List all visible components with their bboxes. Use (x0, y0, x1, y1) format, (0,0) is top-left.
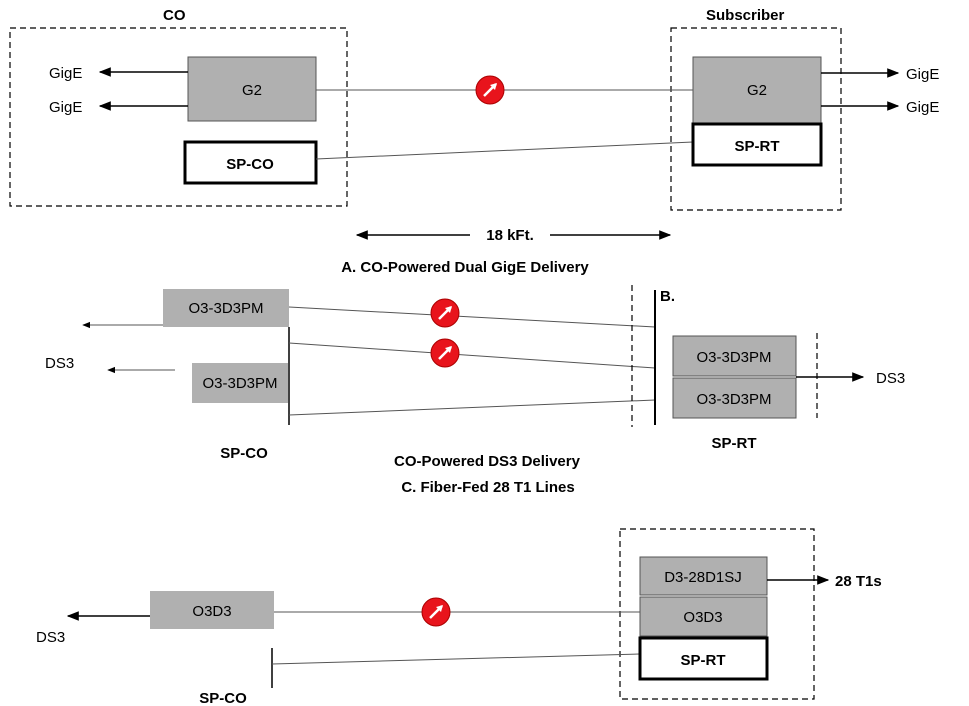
rt-module-b2 (672, 377, 797, 419)
co-module-c-label: O3D3 (192, 603, 231, 620)
regenerator-icon (474, 74, 506, 106)
caption-b: CO-Powered DS3 Delivery (394, 453, 581, 470)
section-a: CO Subscriber G2 SP-CO GigE GigE G2 SP-R… (9, 7, 939, 276)
section-b-label: B. (660, 288, 675, 305)
caption-c: C. Fiber-Fed 28 T1 Lines (401, 479, 574, 496)
rt-module-c-mid (639, 596, 768, 637)
co-label: CO (163, 7, 186, 24)
co-module-b2-label: O3-3D3PM (202, 375, 277, 392)
co-module-b2 (192, 363, 288, 403)
sp-rt-label: SP-RT (735, 138, 780, 155)
sp-rt-label-b: SP-RT (712, 435, 757, 452)
sp-co-box (183, 140, 318, 185)
caption-a: A. CO-Powered Dual GigE Delivery (341, 259, 589, 276)
co-module-b1-label: O3-3D3PM (188, 300, 263, 317)
sp-co-label-b: SP-CO (220, 445, 268, 462)
rt-module-c-top-label: D3-28D1SJ (664, 569, 742, 586)
subscriber-enclosure (670, 27, 842, 211)
gige-right-1: GigE (906, 66, 939, 83)
distance-label: 18 kFt. (486, 227, 534, 244)
t1s-label: 28 T1s (835, 573, 882, 590)
co-g2-label: G2 (242, 82, 262, 99)
sp-rt-box-c (638, 636, 769, 681)
rt-module-b1 (672, 335, 797, 377)
rt-module-c-mid-label: O3D3 (683, 609, 722, 626)
rt-module-c-top (639, 556, 768, 596)
gige-left-1: GigE (49, 65, 82, 82)
sp-rt-box (691, 122, 823, 167)
co-g2-module (187, 56, 317, 122)
sp-rt-label-c: SP-RT (681, 652, 726, 669)
co-enclosure (9, 27, 348, 207)
sp-line-b (288, 399, 656, 416)
rt-module-b2-label: O3-3D3PM (696, 391, 771, 408)
rt-g2-label: G2 (747, 82, 767, 99)
sp-line-c (271, 653, 641, 665)
subscriber-label: Subscriber (706, 7, 785, 24)
ds3-left-b: DS3 (45, 355, 74, 372)
fiber-line-b2 (288, 342, 656, 369)
sp-co-label-c: SP-CO (199, 690, 247, 706)
regenerator-icon-b1 (429, 297, 461, 329)
co-module-c (150, 591, 274, 629)
gige-right-2: GigE (906, 99, 939, 116)
section-b: O3-3D3PM O3-3D3PM DS3 B. O3-3D3PM O3-3D3… (45, 285, 905, 470)
ds3-left-c: DS3 (36, 629, 65, 646)
rt-g2-module (692, 56, 822, 125)
sp-co-label: SP-CO (226, 156, 274, 173)
rt-enclosure-c (619, 528, 815, 700)
co-module-b1 (163, 289, 289, 327)
gige-left-2: GigE (49, 99, 82, 116)
rt-module-b1-label: O3-3D3PM (696, 349, 771, 366)
sp-line-a (315, 141, 694, 160)
regenerator-icon-c (420, 596, 452, 628)
section-c: C. Fiber-Fed 28 T1 Lines O3D3 DS3 D3-28D… (36, 479, 882, 706)
ds3-right-b: DS3 (876, 370, 905, 387)
fiber-line-b1 (288, 306, 656, 328)
regenerator-icon-b2 (429, 337, 461, 369)
